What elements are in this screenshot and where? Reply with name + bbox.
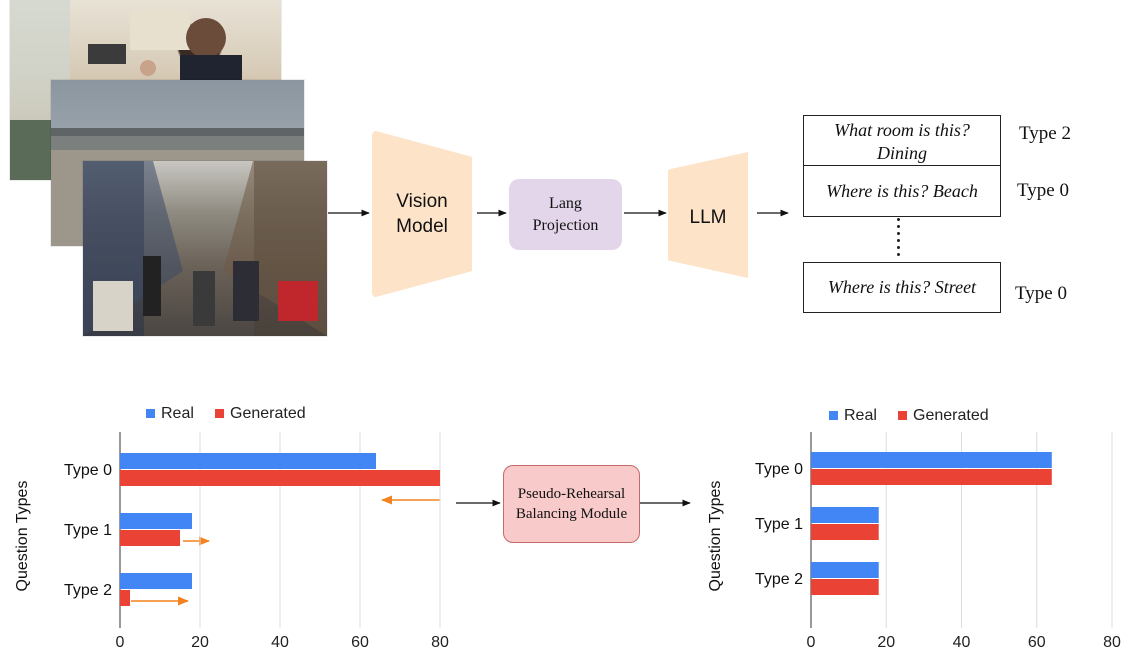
vision-model-label-line1: Vision [396,191,448,212]
x-tick-label: 20 [877,634,895,651]
type-label: Type 2 [1019,123,1071,144]
legend-label: Generated [913,407,989,424]
category-label: Type 2 [64,582,112,599]
qa-box-dining: What room is this? Dining [803,115,1001,167]
lang-projection-line1: Lang [549,194,582,212]
x-tick-label: 20 [191,634,209,651]
qa-question: Where is this? Beach [826,181,978,201]
llm-label: LLM [689,207,727,228]
qa-question: What room is this? [834,120,970,140]
qa-box-beach: Where is this? Beach [803,165,1001,217]
x-tick-label: 40 [953,634,971,651]
legend-label: Generated [230,405,306,422]
legend-label: Real [161,405,194,422]
module-label-line2: Balancing Module [515,506,628,522]
bar-generated-type-0 [120,470,440,486]
lang-projection-line2: Projection [532,216,599,234]
lang-projection-box: Lang Projection [509,179,622,250]
category-label: Type 1 [755,516,803,533]
bar-generated-type-2 [120,590,130,606]
legend-swatch-real [146,409,155,418]
street-photo [83,161,327,336]
vision-model-label-line2: Model [396,216,448,237]
legend-label: Real [844,407,877,424]
street-scene [83,161,327,336]
x-tick-label: 80 [431,634,449,651]
category-label: Type 2 [755,571,803,588]
bar-real-type-0 [811,452,1052,468]
x-tick-label: 80 [1103,634,1121,651]
x-tick-label: 0 [116,634,125,651]
qa-answer: Dining [876,143,927,163]
type-label: Type 0 [1017,180,1069,201]
legend-swatch-real [829,411,838,420]
y-axis-label: Question Types [14,481,31,592]
legend-swatch-generated [215,409,224,418]
vision-model-label: Vision Model [372,189,472,239]
category-label: Type 1 [64,522,112,539]
x-tick-label: 40 [271,634,289,651]
bar-generated-type-1 [811,524,879,540]
x-tick-label: 0 [807,634,816,651]
bar-real-type-1 [811,507,879,523]
bar-real-type-2 [811,562,879,578]
qa-box-street: Where is this? Street [803,262,1001,313]
qa-question: Where is this? Street [827,277,977,297]
bar-generated-type-2 [811,579,879,595]
category-label: Type 0 [755,461,803,478]
bar-real-type-2 [120,573,192,589]
chart-before-balancing: 0 20 40 60 80 Type 0 Type 1 Type 2 Question Type… [14,405,449,651]
x-tick-label: 60 [1028,634,1046,651]
legend-swatch-generated [898,411,907,420]
module-label-line1: Pseudo-Rehearsal [517,486,626,502]
pseudo-rehearsal-module: Pseudo-Rehearsal Balancing Module [503,465,640,543]
chart-after-balancing: 0 20 40 60 80 Type 0 Type 1 Type 2 Question Type… [707,407,1121,651]
bar-real-type-0 [120,453,376,469]
category-label: Type 0 [64,462,112,479]
llm-block [668,152,748,278]
ellipsis-dots [897,218,901,260]
bar-real-type-1 [120,513,192,529]
vision-model-block [372,130,472,298]
x-tick-label: 60 [351,634,369,651]
bar-generated-type-1 [120,530,180,546]
bar-generated-type-0 [811,469,1052,485]
y-axis-label: Question Types [707,481,724,592]
type-label: Type 0 [1015,283,1067,304]
